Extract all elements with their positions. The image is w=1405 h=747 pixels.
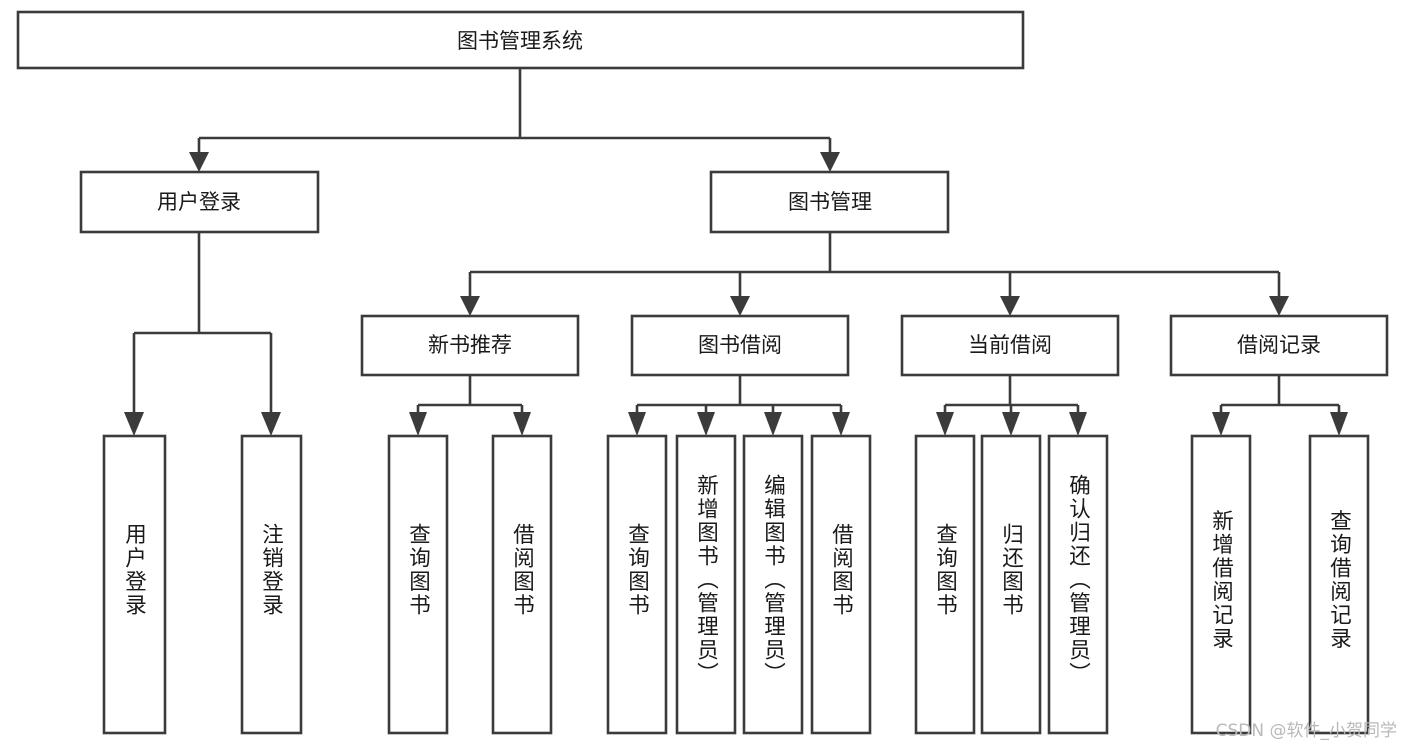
leaf-logout-box[interactable] (240, 434, 303, 735)
arrow-icon (261, 412, 281, 436)
leaf-node[interactable]: 借阅图书 (810, 434, 872, 735)
node-current-borrow-label: 当前借阅 (968, 333, 1052, 357)
arrow-icon (1269, 296, 1289, 316)
leaf-logout-label: 注销登录 (259, 523, 284, 617)
arrow-icon (1000, 296, 1020, 316)
leaf-return-book-box[interactable] (980, 434, 1042, 735)
leaf-node[interactable]: 查询图书 (387, 434, 449, 735)
leaf-confirm-return-label: 确认归还（管理员） (1066, 474, 1091, 686)
arrow-icon (189, 152, 209, 172)
leaf-borrow-book-recommend-box[interactable] (491, 434, 553, 735)
node-book-borrow-box[interactable] (630, 314, 850, 377)
leaf-edit-book-label: 编辑图书（管理员） (761, 474, 786, 686)
leaf-return-book-label: 归还图书 (999, 523, 1024, 617)
arrow-icon (513, 412, 531, 436)
node-book-management-box[interactable] (709, 170, 950, 234)
arrow-icon (1069, 412, 1087, 436)
leaf-query-book-current-box[interactable] (914, 434, 976, 735)
node-borrow-record-box[interactable] (1169, 314, 1389, 377)
arrow-icon (832, 412, 850, 436)
leaf-borrow-book-box[interactable] (810, 434, 872, 735)
leaf-node[interactable]: 注销登录 (240, 434, 303, 735)
leaf-add-borrow-record-box[interactable] (1190, 434, 1252, 735)
node-new-book-recommend[interactable]: 新书推荐 (360, 314, 580, 377)
leaf-query-borrow-record-box[interactable] (1308, 434, 1370, 735)
leaf-query-borrow-record-label: 查询借阅记录 (1327, 509, 1352, 650)
leaf-node[interactable]: 归还图书 (980, 434, 1042, 735)
node-user-login[interactable]: 用户登录 (79, 170, 320, 234)
node-user-login-label: 用户登录 (157, 190, 241, 214)
leaf-borrow-book-label: 借阅图书 (829, 523, 854, 617)
arrow-heads (124, 152, 1348, 436)
leaf-node[interactable]: 查询图书 (914, 434, 976, 735)
leaf-confirm-return-box[interactable] (1047, 434, 1109, 735)
node-new-book-recommend-box[interactable] (360, 314, 580, 377)
leaf-add-borrow-record-label: 新增借阅记录 (1209, 509, 1234, 650)
node-borrow-record-label: 借阅记录 (1237, 333, 1321, 357)
leaf-query-book-current-label: 查询图书 (933, 523, 958, 617)
leaf-node[interactable]: 借阅图书 (491, 434, 553, 735)
arrow-icon (1330, 412, 1348, 436)
arrow-icon (730, 296, 750, 316)
arrow-icon (820, 152, 840, 172)
leaf-add-book-label: 新增图书（管理员） (694, 474, 719, 686)
leaf-node[interactable]: 新增图书（管理员） (675, 434, 737, 735)
leaf-node[interactable]: 查询借阅记录 (1308, 434, 1370, 735)
arrow-icon (124, 412, 144, 436)
leaf-node[interactable]: 查询图书 (606, 434, 668, 735)
arrow-icon (764, 412, 782, 436)
leaf-node[interactable]: 用户登录 (102, 434, 167, 735)
arrow-icon (628, 412, 646, 436)
leaf-user-login-box[interactable] (102, 434, 167, 735)
node-current-borrow-box[interactable] (900, 314, 1120, 377)
arrow-icon (1002, 412, 1020, 436)
node-new-book-recommend-label: 新书推荐 (428, 333, 512, 357)
node-root-label: 图书管理系统 (457, 29, 583, 53)
leaf-edit-book-box[interactable] (742, 434, 804, 735)
node-borrow-record[interactable]: 借阅记录 (1169, 314, 1389, 377)
leaf-query-book-recommend-label: 查询图书 (406, 523, 431, 617)
node-book-borrow[interactable]: 图书借阅 (630, 314, 850, 377)
leaf-node[interactable]: 新增借阅记录 (1190, 434, 1252, 735)
arrow-icon (936, 412, 954, 436)
arrow-icon (460, 296, 480, 316)
leaf-query-book-recommend-box[interactable] (387, 434, 449, 735)
arrow-icon (1212, 412, 1230, 436)
arrow-icon (697, 412, 715, 436)
node-book-borrow-label: 图书借阅 (698, 333, 782, 357)
node-book-management[interactable]: 图书管理 (709, 170, 950, 234)
leaf-query-book-borrow-box[interactable] (606, 434, 668, 735)
leaf-borrow-book-recommend-label: 借阅图书 (510, 523, 535, 617)
node-root-box[interactable] (16, 10, 1025, 70)
leaf-user-login-label: 用户登录 (122, 523, 147, 617)
node-root[interactable]: 图书管理系统 (16, 10, 1025, 70)
leaf-query-book-borrow-label: 查询图书 (625, 523, 650, 617)
leaf-add-book-box[interactable] (675, 434, 737, 735)
leaf-node[interactable]: 确认归还（管理员） (1047, 434, 1109, 735)
csdn-watermark: CSDN @软件_小贺同学 (1215, 721, 1397, 741)
arrow-icon (409, 412, 427, 436)
node-book-management-label: 图书管理 (788, 190, 872, 214)
leaf-node[interactable]: 编辑图书（管理员） (742, 434, 804, 735)
node-current-borrow[interactable]: 当前借阅 (900, 314, 1120, 377)
node-user-login-box[interactable] (79, 170, 320, 234)
